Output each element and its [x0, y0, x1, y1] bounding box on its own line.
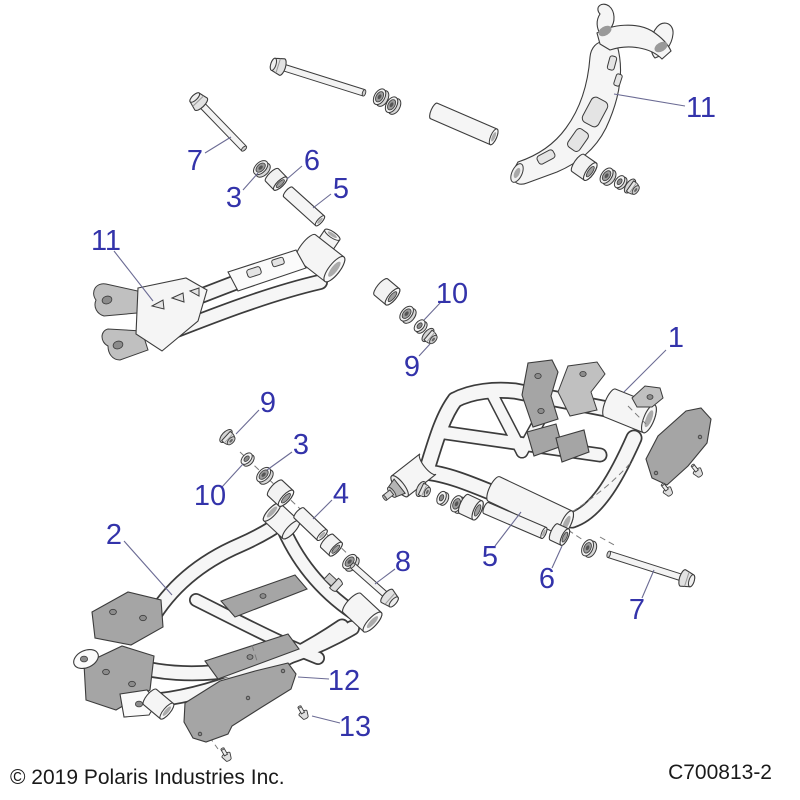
- leader-line-12: [297, 676, 330, 680]
- leader-line-3-lower: [266, 451, 293, 471]
- hardware-right-of-upper-arm: [568, 151, 643, 199]
- leader-line-9-mid: [418, 343, 431, 357]
- callout-4: 4: [333, 478, 349, 510]
- bottom-pivot-tube: [142, 688, 175, 720]
- mount-bracket-b: [557, 361, 606, 417]
- rear-pivot-tube: [342, 592, 383, 633]
- leader-line-2: [123, 540, 173, 596]
- callout-5-lower: 5: [482, 541, 498, 573]
- leader-line-5-upper: [312, 193, 332, 209]
- guard-plate-bottom-group: [183, 644, 311, 764]
- hardware-right-of-left-arm: [370, 276, 441, 348]
- lower-gusset-b: [555, 429, 590, 463]
- spacer-tube-5-upper: [282, 186, 326, 227]
- leader-line-7-lower: [641, 569, 655, 599]
- leader-line-3-upper: [242, 172, 259, 191]
- callout-1: 1: [668, 322, 684, 354]
- leader-line-11-left: [113, 250, 154, 302]
- spacer-tube-4: [293, 507, 328, 541]
- leader-line-11-right: [613, 93, 686, 107]
- leader-line-5-lower: [494, 511, 522, 547]
- leader-line-10-lower: [221, 463, 244, 488]
- leader-line-1: [623, 349, 667, 393]
- callout-8: 8: [395, 546, 411, 578]
- callout-11-left: 11: [91, 225, 121, 257]
- upper-bolt-hardware-group: [186, 89, 326, 227]
- flanged-washer: [396, 303, 420, 327]
- callout-6-upper: 6: [304, 145, 320, 177]
- guard-screw-13: [294, 703, 311, 722]
- guard-screw-a: [688, 461, 706, 480]
- rear-pivot-stud: [323, 572, 344, 592]
- drawing-number: C700813-2: [668, 761, 772, 784]
- leader-line-9-lower: [235, 409, 260, 435]
- callout-5-upper: 5: [333, 173, 349, 205]
- flange-bolt-7-upper: [186, 89, 248, 152]
- leader-line-13: [311, 715, 341, 724]
- washer: [434, 489, 452, 508]
- leader-line-10-mid: [423, 301, 442, 321]
- guard-plate-right-group: [627, 405, 712, 499]
- callout-2: 2: [106, 519, 122, 551]
- clevis-tab-upper: [93, 283, 143, 317]
- callout-3-lower: 3: [293, 429, 309, 461]
- spacer-tube-upper-right: [429, 102, 499, 146]
- bushing: [264, 477, 297, 510]
- callout-10-lower: 10: [194, 480, 226, 512]
- callout-12: 12: [328, 665, 360, 697]
- callout-9-mid: 9: [404, 351, 420, 383]
- callout-13: 13: [339, 711, 371, 743]
- guard-plate-bottom: [183, 662, 297, 743]
- flange-bolt-upper-right: [267, 54, 367, 97]
- callout-11-right: 11: [686, 92, 716, 124]
- lower-mid-hardware: [217, 426, 402, 611]
- upper-control-arm-left: [93, 228, 346, 361]
- pivot-housing-tube: [295, 233, 346, 283]
- bushing: [370, 276, 403, 308]
- gusset-bracket: [135, 277, 208, 352]
- upper-control-arm-right: [510, 3, 674, 185]
- flanged-washer: [578, 537, 600, 560]
- left-bracket-upper: [91, 591, 164, 646]
- leader-line-8: [374, 568, 396, 585]
- mount-bracket-a: [521, 359, 559, 428]
- copyright-text: © 2019 Polaris Industries Inc.: [10, 766, 285, 789]
- flange-bolt-7-lower: [606, 550, 698, 591]
- callout-3-upper: 3: [226, 182, 242, 214]
- guard-screw-bottom: [217, 745, 234, 764]
- leader-line-4: [312, 499, 333, 520]
- leader-line-6-lower: [551, 545, 563, 569]
- flange-bolt-8: [349, 562, 402, 611]
- right-pivot-tube: [602, 388, 657, 434]
- callout-7-lower: 7: [629, 594, 645, 626]
- callout-7-upper: 7: [187, 145, 203, 177]
- callout-10-mid: 10: [436, 278, 468, 310]
- flange-nut-9: [217, 426, 239, 449]
- lower-control-arm-left: [73, 502, 383, 720]
- left-pivot-tube: [382, 453, 437, 501]
- upper-right-pivot-hardware: [267, 54, 499, 146]
- front-pivot-head: [262, 502, 301, 540]
- callout-6-lower: 6: [539, 563, 555, 595]
- leader-line-7-upper: [204, 136, 232, 154]
- leader-line-6-upper: [286, 165, 303, 180]
- callout-9-lower: 9: [260, 387, 276, 419]
- lower-right-hardware: [413, 459, 698, 591]
- guard-plate-right: [645, 407, 712, 486]
- mid-gusset: [227, 249, 307, 292]
